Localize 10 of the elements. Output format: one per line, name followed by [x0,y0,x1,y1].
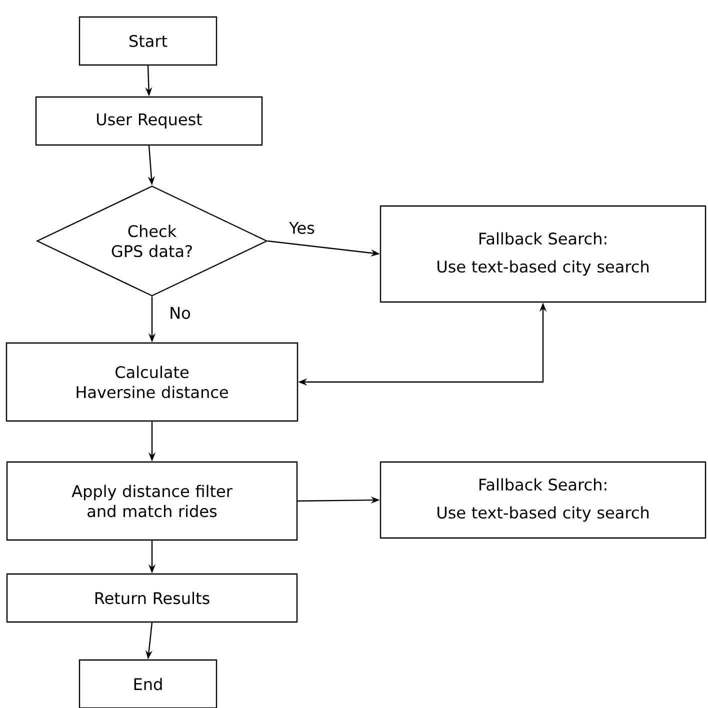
process-box: End [78,659,218,708]
process-box: Apply distance filter and match rides [6,461,298,541]
process-box: Return Results [6,573,298,623]
process-box: Calculate Haversine distance [6,342,298,422]
process-box: Fallback Search: Use text-based city search [380,205,706,303]
edge-label: Yes [287,220,317,236]
process-box: Start [78,16,218,66]
edge-label: No [167,305,193,321]
process-box: User Request [35,96,263,146]
process-box: Fallback Search: Use text-based city search [380,461,706,539]
